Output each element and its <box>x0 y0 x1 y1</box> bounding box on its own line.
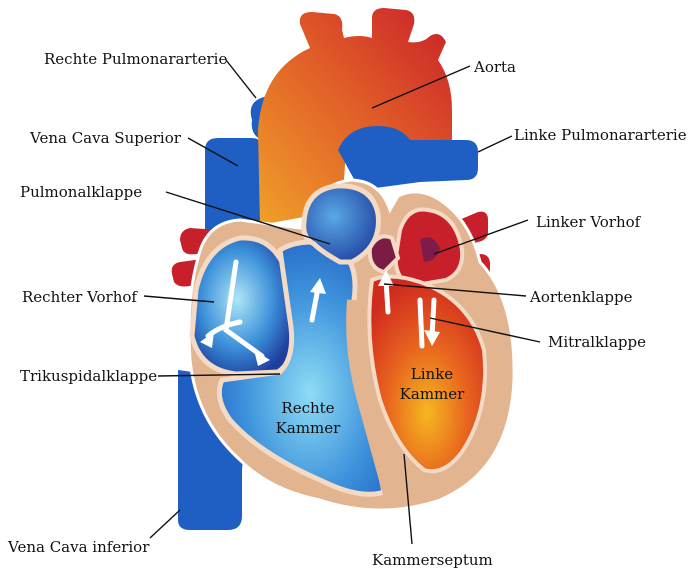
label-pulmonalklappe: Pulmonalklappe <box>20 183 142 201</box>
label-mitralklappe: Mitralklappe <box>548 333 646 351</box>
label-rechte-pulmonalarterie: Rechte Pulmonararterie <box>44 50 227 68</box>
label-rechte-kammer-line2: Kammer <box>268 418 348 438</box>
label-aorta: Aorta <box>474 58 516 76</box>
label-trikuspidalklappe: Trikuspidalklappe <box>20 367 157 385</box>
label-linker-vorhof: Linker Vorhof <box>536 213 640 231</box>
label-linke-pulmonalarterie: Linke Pulmonararterie <box>514 126 687 144</box>
label-kammerseptum: Kammerseptum <box>372 551 493 569</box>
label-rechter-vorhof: Rechter Vorhof <box>22 288 137 306</box>
label-rechte-kammer: Rechte Kammer <box>268 398 348 438</box>
label-linke-kammer: Linke Kammer <box>394 364 470 404</box>
label-linke-kammer-line2: Kammer <box>394 384 470 404</box>
label-vena-cava-inferior: Vena Cava inferior <box>8 538 149 556</box>
label-aortenklappe: Aortenklappe <box>530 288 633 306</box>
label-vena-cava-superior: Vena Cava Superior <box>30 129 181 147</box>
label-linke-kammer-line1: Linke <box>394 364 470 384</box>
right-atrium <box>192 238 293 374</box>
label-rechte-kammer-line1: Rechte <box>268 398 348 418</box>
